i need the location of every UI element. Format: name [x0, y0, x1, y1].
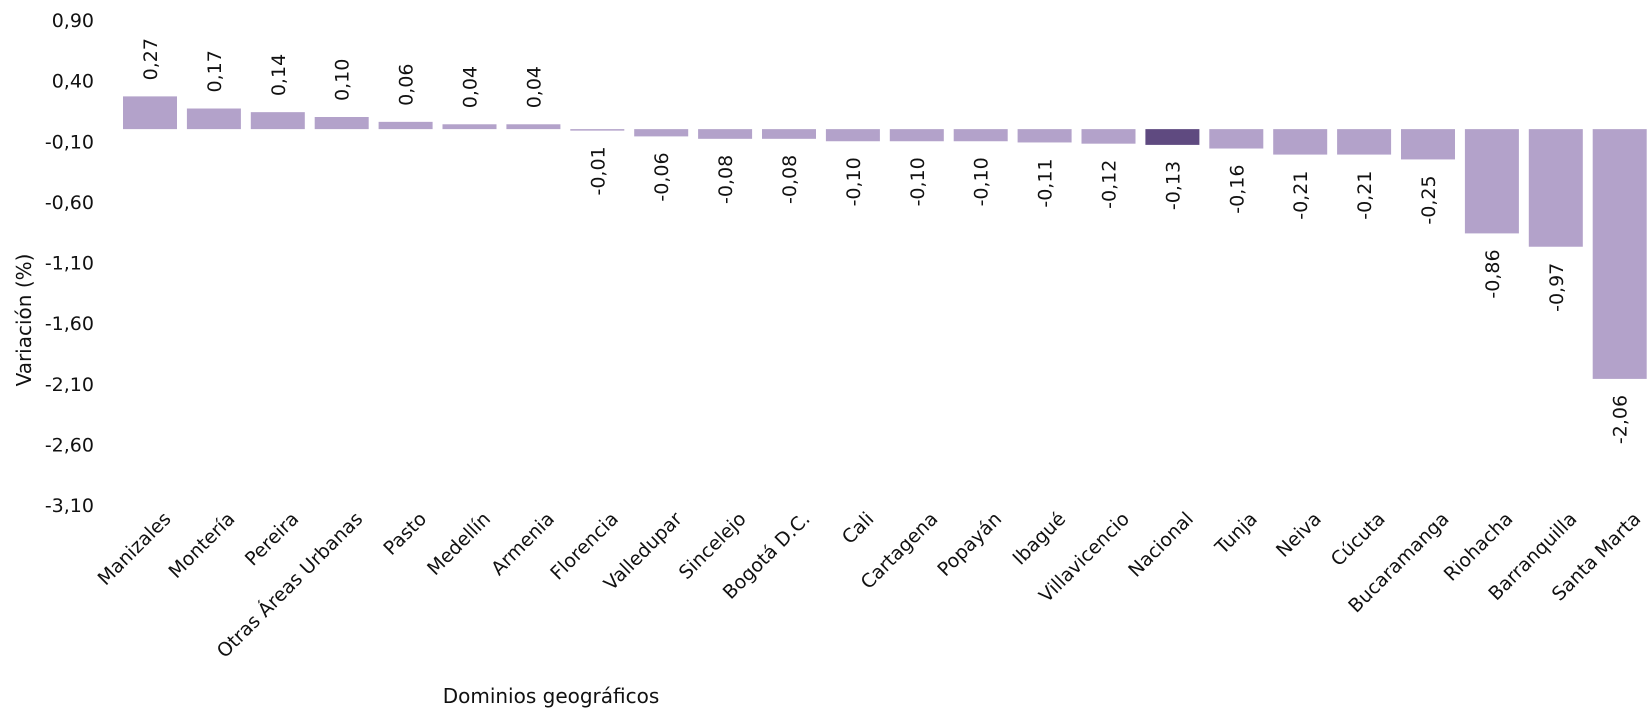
data-label: 0,14: [268, 54, 290, 96]
bar: [698, 129, 753, 139]
bar: [1017, 129, 1072, 143]
data-label: 0,27: [140, 38, 162, 80]
bar: [953, 129, 1008, 142]
x-tick-label: Tunja: [1210, 508, 1261, 559]
x-tick-label: Pasto: [379, 508, 431, 560]
bar: [314, 117, 369, 130]
data-label: -0,08: [715, 155, 737, 204]
x-axis-title: Dominios geográficos: [443, 684, 660, 708]
bar: [442, 124, 497, 130]
y-tick-label: 0,90: [52, 10, 94, 32]
bars: [123, 96, 1647, 379]
x-tick-label: Pereira: [241, 508, 303, 570]
bar: [762, 129, 816, 139]
y-tick-label: -0,60: [45, 192, 94, 214]
x-tick-label: Neiva: [1272, 508, 1326, 562]
data-label: -0,12: [1099, 160, 1121, 209]
data-label: -0,06: [651, 152, 673, 201]
bar: [1337, 129, 1392, 155]
bar: [634, 129, 689, 137]
x-tick-label: Popayán: [933, 508, 1006, 581]
bar: [378, 121, 433, 130]
data-label: 0,10: [332, 59, 354, 101]
data-label: 0,04: [523, 66, 545, 108]
bar: [570, 129, 625, 131]
x-tick-label: Cúcuta: [1327, 508, 1390, 571]
data-label: -2,06: [1610, 395, 1632, 444]
x-tick-label: Ibagué: [1009, 508, 1071, 570]
y-axis-title: Variación (%): [12, 254, 36, 387]
y-tick-label: -0,10: [45, 131, 94, 153]
data-label: -0,10: [907, 157, 929, 206]
y-tick-label: -2,60: [45, 434, 94, 456]
data-label: -0,10: [843, 157, 865, 206]
y-tick-label: -3,10: [45, 495, 94, 517]
x-tick-label: Montería: [165, 508, 240, 583]
data-label: -0,21: [1354, 171, 1376, 220]
bar: [1592, 129, 1647, 379]
y-tick-label: -1,10: [45, 253, 94, 275]
data-label: -0,10: [971, 157, 993, 206]
x-tick-label: Medellín: [423, 508, 495, 580]
data-label: 0,17: [204, 50, 226, 92]
data-label: -0,08: [779, 155, 801, 204]
y-tick-label: 0,40: [52, 71, 94, 93]
bar: [1401, 129, 1455, 160]
data-label: -0,86: [1482, 249, 1504, 298]
data-label: -0,01: [587, 146, 609, 195]
bar: [889, 129, 944, 142]
bar: [250, 112, 305, 130]
data-label: 0,04: [460, 66, 482, 108]
data-label: -0,13: [1162, 161, 1184, 210]
y-axis: 0,90 0,40 -0,10 -0,60 -1,10 -1,60 -2,10 -2,60 -3…: [45, 10, 94, 517]
x-tick-label: Manizales: [94, 508, 176, 590]
bar: [186, 108, 241, 130]
y-tick-label: -2,10: [45, 374, 94, 396]
bar: [1464, 129, 1519, 234]
x-tick-label: Nacional: [1124, 508, 1198, 582]
bar: [123, 96, 177, 130]
x-tick-label: Cali: [838, 508, 879, 549]
bar: [506, 124, 561, 130]
bar: [1528, 129, 1583, 247]
data-label: -0,25: [1418, 175, 1440, 224]
data-label: 0,06: [396, 64, 418, 106]
data-label: -0,11: [1035, 158, 1057, 207]
data-labels: 0,27 0,17 0,14 0,10 0,06 0,04 0,04 -0,01 -0,06 -0…: [140, 38, 1632, 444]
bar: [1209, 129, 1264, 149]
bar: [825, 129, 880, 142]
bar: [1273, 129, 1328, 155]
bar: [1081, 129, 1136, 144]
y-tick-label: -1,60: [45, 313, 94, 335]
bar: [1145, 129, 1200, 145]
data-label: -0,21: [1290, 171, 1312, 220]
data-label: -0,97: [1546, 263, 1568, 312]
data-label: -0,16: [1226, 165, 1248, 214]
